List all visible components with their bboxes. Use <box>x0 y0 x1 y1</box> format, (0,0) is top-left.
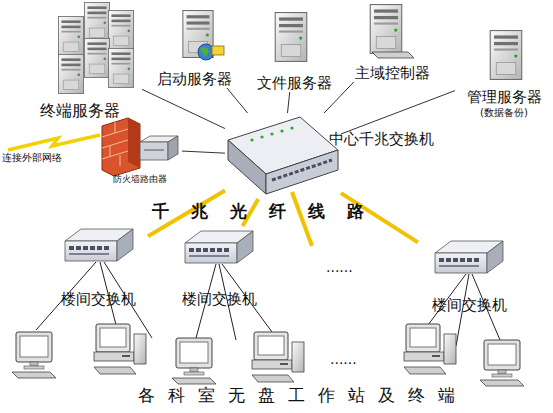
core-switch: 中心千兆交换机 <box>225 113 341 199</box>
network-link <box>341 91 455 134</box>
node-sublabel: (数据备份) <box>480 107 528 119</box>
floor-switch: 楼间交换机 <box>418 236 520 314</box>
domain-controller-icon <box>370 5 414 58</box>
file-server-icon <box>275 13 307 62</box>
floor-switch-icons <box>65 229 503 273</box>
management-server-icon <box>490 31 522 80</box>
lightning-bolt <box>8 135 100 150</box>
network-link <box>288 92 290 113</box>
boot-server-icon <box>183 11 224 60</box>
node-label: 启动服务器 <box>157 71 232 88</box>
firewall-router: 防火墙路由器 <box>98 114 182 184</box>
node-label: 管理服务器 <box>467 89 542 106</box>
node-label: 楼间交换机 <box>432 297 507 314</box>
node-label: 楼间交换机 <box>182 291 257 308</box>
server-box: 启动服务器 <box>146 8 242 88</box>
network-link <box>182 151 225 153</box>
node-label: 终端服务器 <box>40 102 120 120</box>
router-icon <box>140 136 178 160</box>
workstations <box>12 324 524 386</box>
node-label: 中心千兆交换机 <box>329 131 434 148</box>
server-box: 管理服务器(数据备份) <box>455 26 553 118</box>
central-switch-icon <box>228 117 338 194</box>
floor-switch: 楼间交换机 <box>48 224 148 308</box>
node-label: 文件服务器 <box>257 75 332 92</box>
firewall-icon <box>102 118 140 176</box>
link-label: 千兆光纤线路 <box>152 202 386 221</box>
server-box: 主域控制器 <box>342 2 442 82</box>
network-link <box>142 89 225 128</box>
network-note: 连接外部网络 <box>2 152 62 163</box>
network-link <box>227 88 248 113</box>
ellipsis: ...... <box>326 260 353 275</box>
floor-switch: 楼间交换机 <box>168 226 270 308</box>
ellipsis: ...... <box>330 352 357 367</box>
node-label: 主域控制器 <box>355 65 430 82</box>
server-box: 文件服务器 <box>246 10 342 92</box>
workstation-caption: 各科室无盘工作站及终端 <box>138 386 468 405</box>
node-label: 防火墙路由器 <box>113 174 167 184</box>
server-cluster <box>58 3 133 94</box>
server-group: 终端服务器 <box>18 0 142 120</box>
node-label: 楼间交换机 <box>61 291 136 308</box>
